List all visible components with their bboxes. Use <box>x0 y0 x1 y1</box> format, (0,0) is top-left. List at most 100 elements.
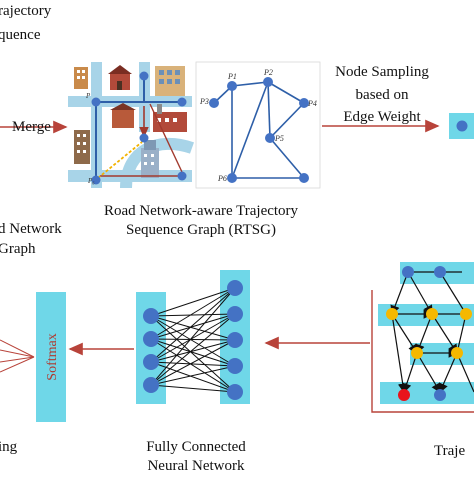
node-sampling-label-line3: Edge Weight <box>343 109 421 125</box>
fc-edges <box>150 287 236 393</box>
fc-connection <box>150 361 236 393</box>
abstract-graph-panel: P1 P2 P3 P4 P5 P6 <box>195 61 321 189</box>
fc-connection <box>150 287 236 363</box>
fc-neuron <box>227 280 243 296</box>
fc-network-label-line2: Neural Network <box>147 458 245 474</box>
node-sampling-label-line2: based on <box>355 87 409 103</box>
trajectory-node <box>411 347 423 359</box>
fc-neuron <box>143 377 159 393</box>
fc-connection <box>150 315 236 393</box>
svg-text:P: P <box>85 92 91 100</box>
ing-label: ing <box>0 439 18 455</box>
house-icon <box>108 65 132 90</box>
map-node <box>139 71 149 81</box>
fc-connection <box>150 338 236 367</box>
factory-icon <box>74 130 90 164</box>
fc-nodes <box>143 280 243 400</box>
fc-neuron <box>227 358 243 374</box>
trajectory-node <box>451 347 463 359</box>
trajectory-sequence-label-line1: rajectory <box>0 3 52 19</box>
trajectory-node <box>434 389 446 401</box>
road-network-graph-label-line2: Graph <box>0 241 36 257</box>
trajectory-sequence-label-line2: quence <box>0 27 41 43</box>
graph-node-p2 <box>263 77 273 87</box>
graph-edge <box>267 81 271 139</box>
road-network-graph-label-line1: d Network <box>0 221 62 237</box>
fc-connection <box>150 313 236 386</box>
sampled-node <box>456 120 468 132</box>
fc-connection <box>150 384 236 393</box>
graph-edge <box>267 81 305 104</box>
map-node <box>177 97 187 107</box>
graph-label-p6: P6 <box>217 174 227 183</box>
graph-node-p1 <box>227 81 237 91</box>
graph-label-p4: P4 <box>307 99 317 108</box>
fc-connection <box>150 287 236 340</box>
fc-connection <box>150 313 236 317</box>
trajectory-node <box>398 389 410 401</box>
graph-node-p4 <box>299 98 309 108</box>
map-node <box>177 171 187 181</box>
trajectory-node <box>402 266 414 278</box>
building-icon <box>141 140 159 178</box>
node-sampling-label-line1: Node Sampling <box>335 64 429 80</box>
fc-neuron <box>227 332 243 348</box>
trajectory-node <box>426 308 438 320</box>
graph-label-p1: P1 <box>227 72 237 81</box>
graph-label-p2: P2 <box>263 68 273 77</box>
graph-node-p7 <box>299 173 309 183</box>
map-node <box>91 97 101 107</box>
merge-label: Merge <box>12 119 51 135</box>
trajectory-node <box>434 266 446 278</box>
graph-edge <box>269 102 305 139</box>
graph-label-p3: P3 <box>199 97 209 106</box>
road-map-panel: P P₆ <box>68 62 194 189</box>
fc-connection <box>150 313 236 363</box>
fc-connection <box>150 315 236 367</box>
map-node <box>139 133 149 143</box>
graph-node-p5 <box>265 133 275 143</box>
trajectory-grid <box>371 262 474 413</box>
fc-network-label-line1: Fully Connected <box>146 439 246 455</box>
fc-neuron <box>227 306 243 322</box>
softmax-label: Softmax <box>45 333 60 380</box>
trajectory-node <box>386 308 398 320</box>
map-trajectory-dashed <box>97 141 143 179</box>
map-node <box>91 175 101 185</box>
graph-label-p5: P5 <box>274 134 284 143</box>
fc-connection <box>150 339 236 386</box>
traje-label: Traje <box>434 443 466 459</box>
fc-neuron <box>143 331 159 347</box>
fc-neuron <box>143 308 159 324</box>
graph-node-p6 <box>227 173 237 183</box>
fc-neuron <box>143 354 159 370</box>
graph-edge <box>269 137 305 179</box>
map-trajectory-red <box>149 103 183 173</box>
svg-text:P₆: P₆ <box>87 177 95 185</box>
fc-connection <box>150 339 236 363</box>
fc-network <box>136 270 250 404</box>
fc-connection <box>150 365 236 386</box>
fc-connection <box>150 313 236 340</box>
building-icon <box>155 66 185 96</box>
fc-connection <box>150 315 236 341</box>
output-prongs <box>0 339 35 373</box>
building-icon <box>110 103 136 128</box>
trajectory-node <box>460 308 472 320</box>
fc-neuron <box>227 384 243 400</box>
rtsg-label-line2: Sequence Graph (RTSG) <box>126 222 276 238</box>
rtsg-label-line1: Road Network-aware Trajectory <box>103 203 299 219</box>
fc-connection <box>150 338 236 393</box>
graph-edge <box>231 81 269 87</box>
softmax-bar <box>36 292 66 422</box>
fc-connection <box>150 361 236 367</box>
fc-connection <box>150 338 236 341</box>
building-icon <box>74 67 88 89</box>
graph-edge <box>231 81 269 179</box>
fc-connection <box>150 287 236 317</box>
fc-connection <box>150 287 236 386</box>
graph-node-p3 <box>209 98 219 108</box>
trajectory-bracket <box>371 290 474 413</box>
